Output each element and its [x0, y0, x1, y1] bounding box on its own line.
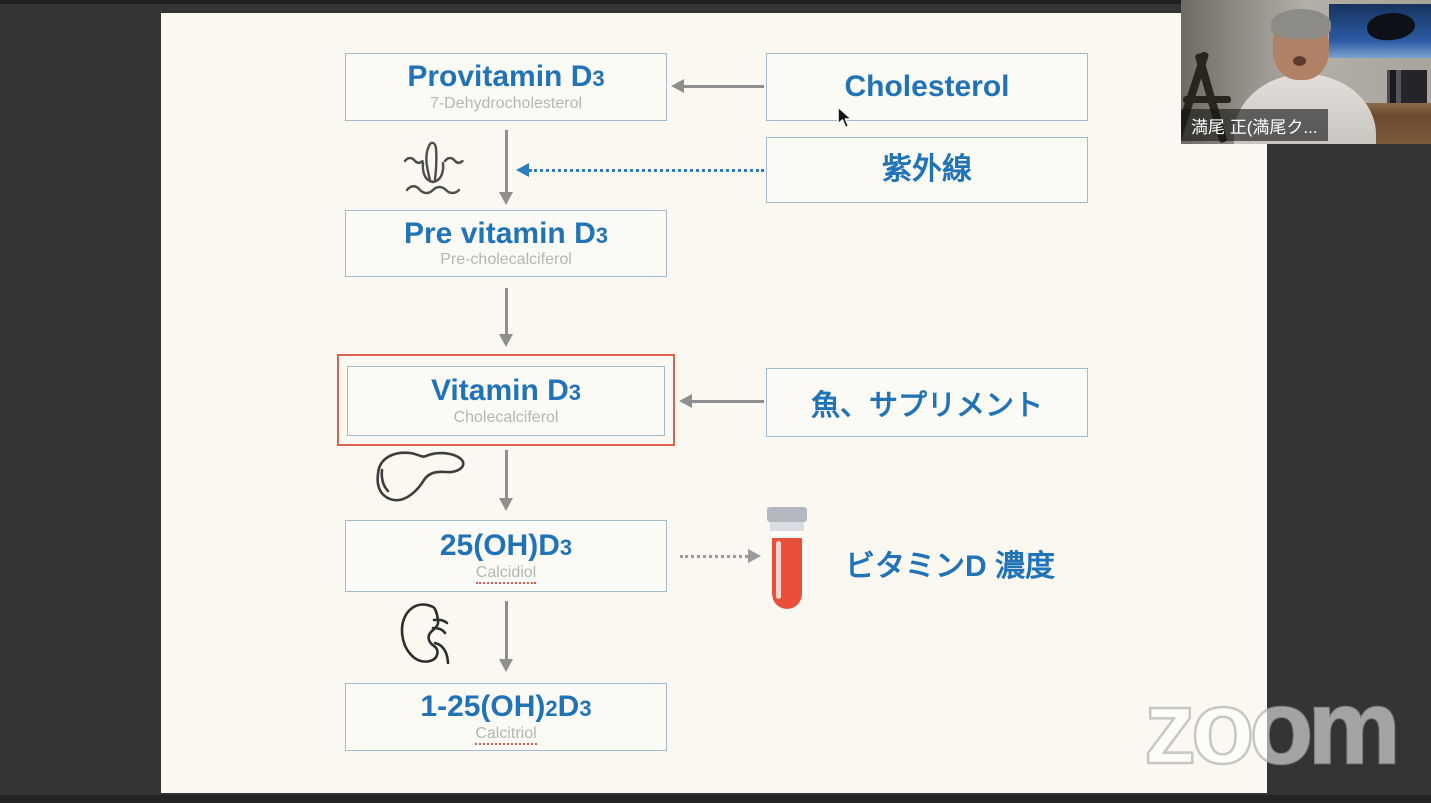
provitamin-d3-subtitle: 7-Dehydrocholesterol — [429, 94, 583, 112]
calcidiol-title: 25(OH)D3 — [439, 529, 573, 563]
wall-painting — [1329, 4, 1431, 58]
top-edge-bar — [0, 0, 1431, 4]
uv-rays-label: 紫外線 — [882, 152, 972, 186]
vitamin-d3-title: Vitamin D3 — [430, 374, 582, 408]
vitamin-d3-box: Vitamin D3 Cholecalciferol — [347, 366, 665, 436]
participant-video[interactable]: 満尾 正(満尾ク... — [1181, 0, 1431, 144]
skin-hair-follicle-icon — [403, 141, 464, 195]
fish-supplement-label: 魚、サプリメント — [810, 389, 1043, 422]
cholesterol-label: Cholesterol — [844, 69, 1010, 103]
shared-slide — [161, 13, 1267, 793]
vitamin-d3-highlight-frame — [337, 354, 675, 446]
calcitriol-title: 1-25(OH)2D3 — [420, 690, 592, 724]
participant-name-badge: 満尾 正(満尾ク... — [1181, 109, 1328, 141]
zoom-watermark: zoom — [1143, 670, 1402, 786]
liver-icon — [376, 451, 465, 502]
cholesterol-box: Cholesterol — [766, 53, 1088, 121]
calcidiol-subtitle: Calcidiol — [475, 563, 537, 584]
blood-tube-icon — [766, 507, 808, 611]
bottom-edge-bar — [0, 795, 1431, 803]
provitamin-d3-title: Provitamin D3 — [407, 60, 605, 94]
mouse-cursor-icon — [837, 106, 853, 129]
kidney-icon — [400, 603, 450, 665]
vitamin-d-concentration-label: ビタミンD 濃度 — [845, 550, 1055, 583]
previtamin-d3-subtitle: Pre-cholecalciferol — [440, 251, 572, 269]
calcitriol-subtitle: Calcitriol — [475, 724, 537, 745]
calcidiol-box: 25(OH)D3 Calcidiol — [345, 520, 667, 592]
provitamin-d3-box: Provitamin D3 7-Dehydrocholesterol — [345, 53, 667, 121]
fish-supplement-box: 魚、サプリメント — [766, 368, 1088, 437]
uv-rays-box: 紫外線 — [766, 137, 1088, 203]
vitamin-d3-subtitle: Cholecalciferol — [453, 408, 559, 426]
picture-frames — [1387, 70, 1427, 108]
previtamin-d3-box: Pre vitamin D3 Pre-cholecalciferol — [345, 210, 667, 277]
participant-head — [1271, 9, 1331, 80]
calcitriol-box: 1-25(OH)2D3 Calcitriol — [345, 683, 667, 751]
previtamin-d3-title: Pre vitamin D3 — [404, 216, 608, 250]
